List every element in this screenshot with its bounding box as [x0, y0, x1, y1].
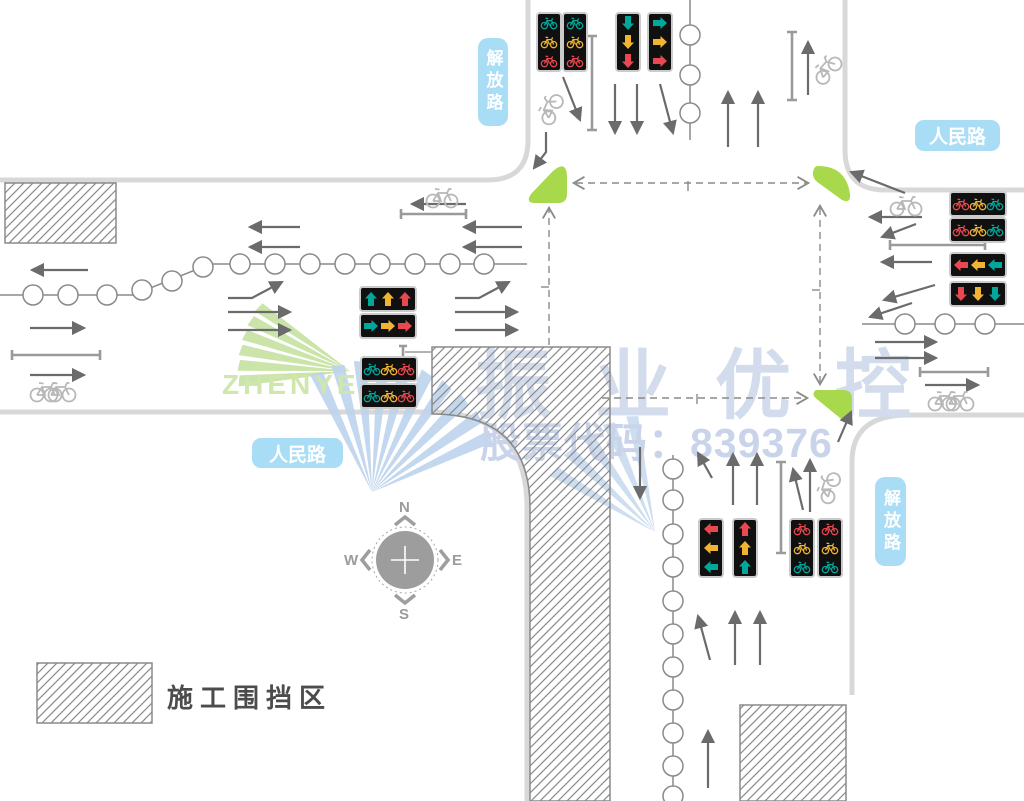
legend-construction-label: 施工围挡区	[167, 683, 333, 713]
traffic-signal-arrow-icon	[615, 12, 641, 72]
compass-south-label: S	[399, 606, 410, 623]
traffic-flow-arrows	[29, 39, 981, 788]
road-label-west: 人民路	[252, 438, 343, 468]
traffic-signal-heads	[359, 12, 1007, 578]
traffic-signal-arrow-icon	[647, 12, 673, 72]
traffic-signal-bike-icon	[949, 217, 1007, 243]
traffic-signal-arrow-icon	[359, 286, 417, 312]
traffic-signal-arrow-icon	[732, 518, 758, 578]
traffic-signal-arrow-icon	[949, 252, 1007, 278]
traffic-signal-bike-icon	[949, 191, 1007, 217]
compass-east-label: E	[452, 552, 463, 569]
road-label-south: 解放路	[875, 477, 906, 566]
legend-construction-swatch	[36, 662, 153, 724]
bicycle-icon	[813, 468, 843, 506]
traffic-signal-bike-icon	[789, 518, 815, 578]
construction-areas	[4, 182, 847, 801]
traffic-signal-bike-icon	[536, 12, 562, 72]
compass-north-label: N	[399, 499, 410, 516]
island-nw	[528, 166, 567, 203]
compass-icon	[359, 514, 451, 606]
intersection-guide-lines	[541, 176, 827, 405]
compass-west-label: W	[344, 552, 359, 569]
traffic-signal-bike-icon	[817, 518, 843, 578]
crosswalk-bars	[10, 30, 990, 555]
traffic-signal-bike-icon	[360, 356, 418, 382]
traffic-signal-bike-icon	[360, 383, 418, 409]
traffic-signal-bike-icon	[562, 12, 588, 72]
bicycle-icon	[534, 89, 566, 128]
construction-zone-center	[431, 346, 611, 801]
traffic-signal-arrow-icon	[698, 518, 724, 578]
construction-zone-nw	[4, 182, 117, 244]
road-label-east: 人民路	[915, 120, 1000, 151]
construction-zone-se	[739, 704, 847, 801]
road-label-north: 解放路	[478, 38, 508, 126]
island-ne	[812, 166, 851, 202]
bicycle-icon	[808, 50, 846, 88]
traffic-signal-arrow-icon	[949, 281, 1007, 307]
traffic-signal-arrow-icon	[359, 313, 417, 339]
bicycle-icon	[889, 196, 923, 217]
watermark-latin: ZHENYE	[222, 369, 360, 400]
